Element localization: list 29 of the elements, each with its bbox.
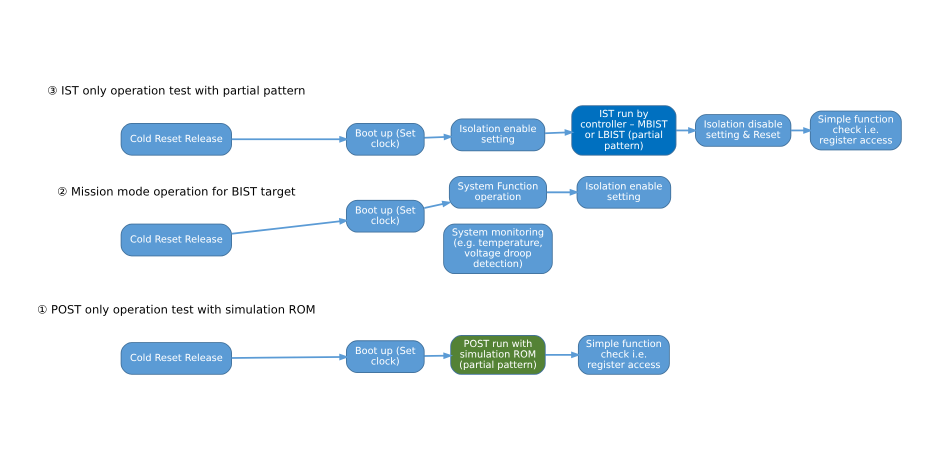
node-box: Isolation disable setting & Reset — [695, 114, 792, 147]
node-box: Simple function check i.e. register access — [578, 335, 670, 375]
node-box: Cold Reset Release — [120, 122, 232, 156]
arrow — [424, 134, 454, 140]
node-box: Cold Reset Release — [120, 224, 232, 256]
node-box: Boot up (Set clock) — [346, 340, 425, 373]
arrow — [791, 127, 813, 134]
label: ② Mission mode operation for BIST target — [57, 184, 296, 198]
node-box: IST run by controller – MBIST or LBIST (partial pattern) — [571, 105, 676, 156]
node-box: Boot up (Set clock) — [346, 122, 425, 156]
node-box: POST run with simulation ROM (partial pattern) — [450, 335, 546, 375]
arrow — [676, 127, 698, 134]
node-box: System Function operation — [448, 176, 547, 209]
node-box: Cold Reset Release — [120, 342, 232, 375]
node-box: System monitoring (e.g. temperature, voltage droop detection) — [443, 224, 553, 274]
arrow — [424, 352, 454, 360]
arrow — [232, 354, 350, 360]
arrow — [545, 351, 581, 358]
label: ① POST only operation test with simulation ROM — [37, 302, 316, 317]
node-box: Isolation enable setting — [576, 176, 672, 209]
arrow — [545, 129, 574, 136]
node-box: Isolation enable setting — [450, 118, 546, 152]
arrow — [232, 218, 350, 235]
node-box: Boot up (Set clock) — [346, 200, 425, 233]
arrow — [424, 200, 452, 209]
arrow — [546, 188, 580, 196]
label: ③ IST only operation test with partial pattern — [47, 84, 306, 98]
node-box: Simple function check i.e. register access — [810, 110, 902, 150]
arrow — [232, 136, 350, 143]
